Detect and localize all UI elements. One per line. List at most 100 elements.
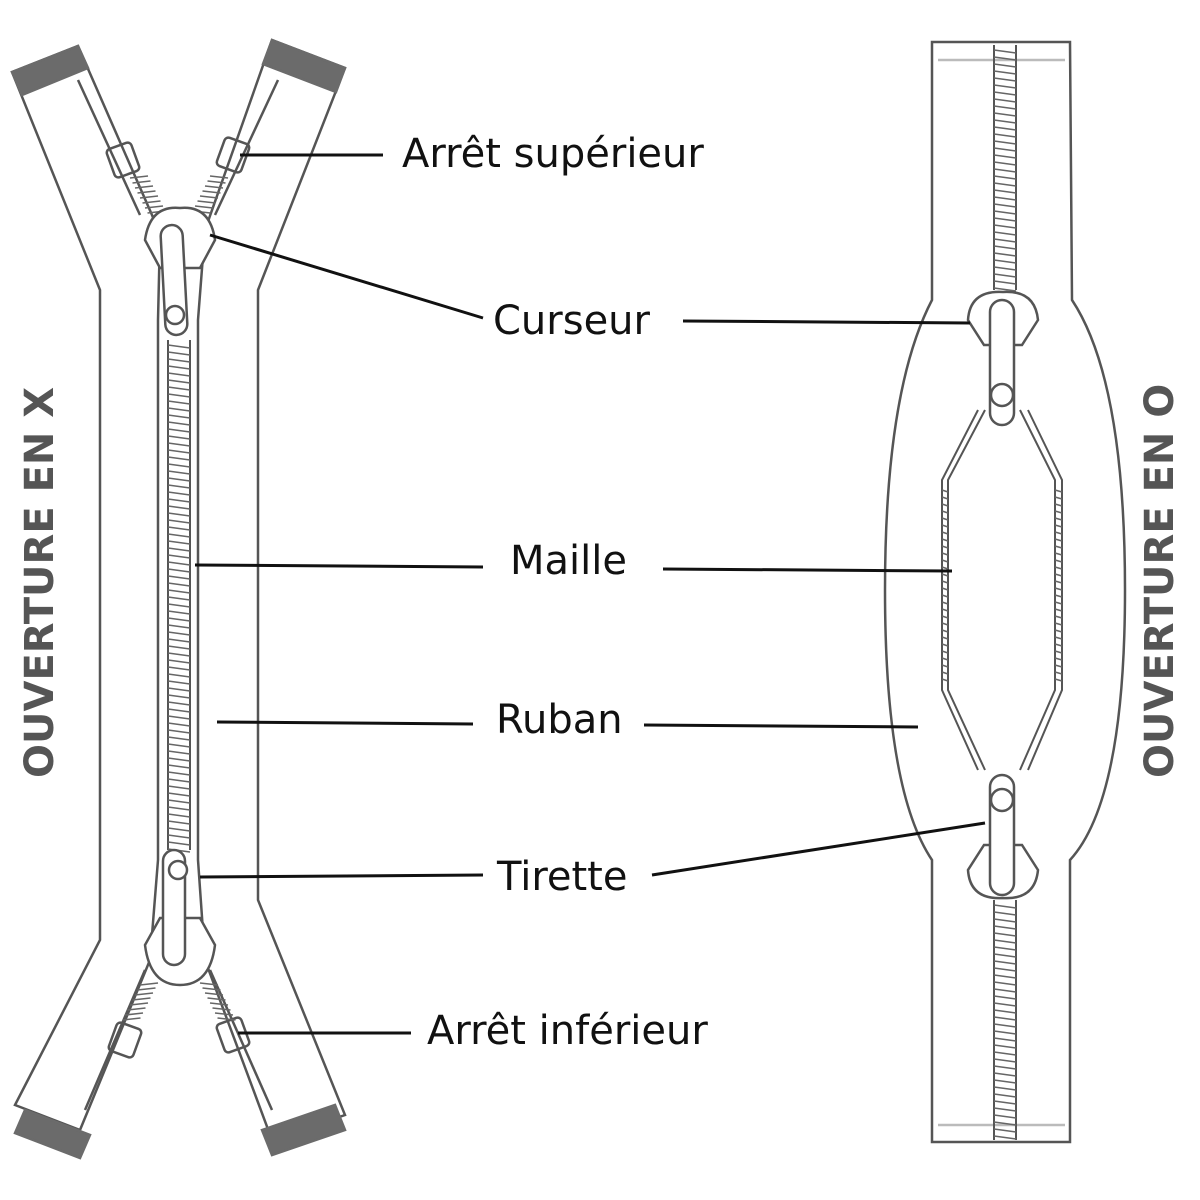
x-opening-zipper bbox=[10, 38, 347, 1160]
zipper-tooth bbox=[207, 997, 226, 1001]
zipper-tooth bbox=[993, 133, 1017, 138]
zipper-tooth bbox=[993, 210, 1017, 215]
zipper-tooth bbox=[941, 622, 949, 626]
zipper-tooth bbox=[167, 778, 191, 783]
zipper-tooth bbox=[993, 182, 1017, 187]
zipper-tooth bbox=[167, 498, 191, 503]
zipper-tooth bbox=[993, 161, 1017, 166]
zipper-tooth bbox=[1054, 636, 1063, 640]
zipper-tooth bbox=[993, 56, 1017, 61]
zipper-tooth bbox=[993, 1093, 1017, 1098]
zipper-tooth bbox=[941, 629, 949, 633]
zipper-tooth bbox=[993, 203, 1017, 208]
zipper-tooth bbox=[941, 594, 949, 598]
zipper-tooth bbox=[993, 140, 1017, 145]
zipper-tooth bbox=[1054, 601, 1063, 605]
zipper-tooth bbox=[941, 657, 949, 661]
leader-pull-left bbox=[199, 873, 484, 879]
o-open-teeth-left bbox=[947, 409, 986, 771]
zipper-tooth bbox=[137, 190, 156, 194]
zipper-tooth bbox=[993, 1016, 1017, 1021]
zipper-tooth bbox=[167, 652, 191, 657]
zipper-tooth bbox=[993, 280, 1017, 285]
zipper-tooth bbox=[134, 992, 154, 996]
zipper-tooth bbox=[993, 960, 1017, 965]
zipper-tooth bbox=[167, 589, 191, 594]
zipper-tooth bbox=[1054, 671, 1063, 675]
x-top-left-tab bbox=[10, 44, 90, 97]
zipper-tooth bbox=[142, 200, 161, 204]
leader-tape-left bbox=[216, 720, 474, 726]
zipper-tooth bbox=[993, 911, 1017, 916]
zipper-tooth bbox=[993, 925, 1017, 930]
label-bottom-stop: Arrêt inférieur bbox=[427, 1008, 708, 1054]
zipper-tooth bbox=[993, 266, 1017, 271]
zipper-tooth bbox=[167, 764, 191, 769]
zipper-tooth bbox=[993, 1065, 1017, 1070]
zipper-tooth bbox=[167, 806, 191, 811]
zipper-tooth bbox=[993, 175, 1017, 180]
zipper-tooth bbox=[941, 531, 949, 535]
zipper-tooth bbox=[993, 84, 1017, 89]
zipper-tooth bbox=[167, 771, 191, 776]
zipper-tooth bbox=[941, 538, 949, 542]
zipper-tooth bbox=[993, 196, 1017, 201]
zipper-tooth bbox=[993, 252, 1017, 257]
zipper-tooth bbox=[167, 344, 191, 349]
zipper-tooth bbox=[941, 573, 949, 577]
zipper-tooth bbox=[167, 435, 191, 440]
zipper-tooth bbox=[132, 180, 151, 184]
zipper-tooth bbox=[129, 175, 149, 179]
zipper-tooth bbox=[167, 673, 191, 678]
zipper-tooth bbox=[993, 217, 1017, 222]
zipper-tooth bbox=[941, 545, 949, 549]
zipper-tooth bbox=[167, 610, 191, 615]
zipper-tooth bbox=[941, 559, 949, 563]
zipper-tooth bbox=[1054, 657, 1063, 661]
zipper-tooth bbox=[167, 505, 191, 510]
zipper-tooth bbox=[993, 77, 1017, 82]
zipper-tooth bbox=[993, 63, 1017, 68]
zipper-tooth bbox=[941, 664, 949, 668]
zipper-tooth bbox=[993, 1135, 1017, 1140]
zipper-tooth bbox=[993, 1051, 1017, 1056]
zipper-tooth bbox=[1054, 538, 1063, 542]
zipper-tooth bbox=[167, 729, 191, 734]
zipper-tooth bbox=[167, 484, 191, 489]
label-teeth: Maille bbox=[510, 538, 627, 584]
x-top-stop-left bbox=[105, 141, 141, 179]
zipper-tooth bbox=[167, 638, 191, 643]
zipper-tooth bbox=[167, 407, 191, 412]
zipper-tooth bbox=[993, 91, 1017, 96]
zipper-tooth bbox=[202, 190, 221, 194]
zipper-tooth bbox=[132, 997, 151, 1001]
zipper-tooth bbox=[993, 1086, 1017, 1091]
label-top-stop: Arrêt supérieur bbox=[402, 131, 704, 177]
zipper-tooth bbox=[941, 566, 949, 570]
leader-lines bbox=[194, 153, 986, 1035]
zipper-tooth bbox=[1054, 503, 1063, 507]
o-open-teeth-right bbox=[1019, 409, 1056, 771]
zipper-tooth bbox=[167, 701, 191, 706]
zipper-tooth bbox=[941, 608, 949, 612]
zipper-tooth bbox=[1054, 664, 1063, 668]
zipper-tooth bbox=[993, 259, 1017, 264]
zipper-tooth bbox=[167, 743, 191, 748]
x-bottom-left-tab bbox=[13, 1108, 92, 1160]
zipper-tooth bbox=[1054, 587, 1063, 591]
zipper-tooth bbox=[167, 554, 191, 559]
zipper-tooth bbox=[941, 615, 949, 619]
zipper-tooth bbox=[1054, 580, 1063, 584]
zipper-tooth bbox=[1054, 643, 1063, 647]
zipper-tooth bbox=[993, 105, 1017, 110]
zipper-tooth bbox=[167, 757, 191, 762]
zipper-tooth bbox=[941, 580, 949, 584]
zipper-tooth bbox=[199, 982, 219, 986]
zipper-tooth bbox=[993, 189, 1017, 194]
side-title-o-opening: OUVERTURE EN O bbox=[1137, 383, 1183, 778]
zipper-tooth bbox=[941, 503, 949, 507]
zipper-tooth bbox=[167, 358, 191, 363]
zipper-tooth bbox=[202, 987, 221, 991]
zipper-tooth bbox=[167, 813, 191, 818]
